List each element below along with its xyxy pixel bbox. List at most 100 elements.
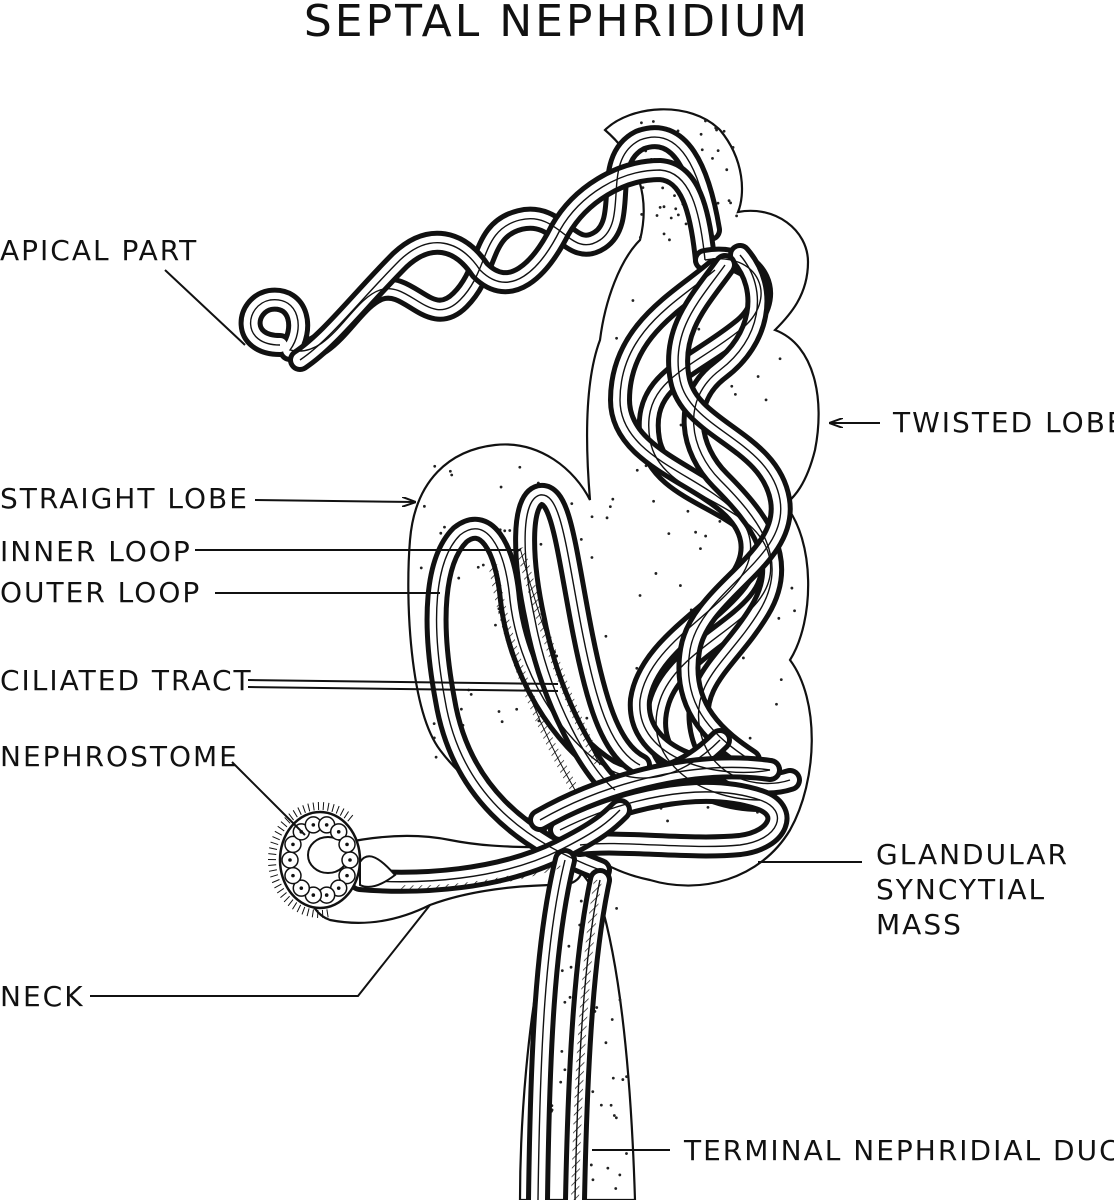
cilium xyxy=(339,808,345,816)
leader-neck xyxy=(90,904,431,997)
stipple-dot xyxy=(611,497,615,501)
stipple-dot xyxy=(443,525,446,529)
cilium xyxy=(277,825,285,832)
stipple-dot xyxy=(756,375,760,378)
leader-ciliated-tract-1 xyxy=(247,679,559,685)
cilium xyxy=(306,908,310,917)
cilium xyxy=(301,906,306,915)
stipple-dot xyxy=(641,186,645,190)
cilium xyxy=(292,902,298,910)
tubule-centerline xyxy=(249,136,711,352)
stipple-dot xyxy=(589,1163,593,1167)
stipple-dot xyxy=(722,129,726,133)
label-nephrostome: NEPHROSTOME xyxy=(0,740,239,773)
nephrostome-funnel xyxy=(267,802,397,918)
tubule-centerline xyxy=(619,269,771,774)
stipple-dot xyxy=(635,666,639,670)
cell-nucleus xyxy=(324,893,329,897)
tubule-centerline xyxy=(537,859,566,1200)
label-inner-loop: INNER LOOP xyxy=(0,535,192,568)
stipple-dot xyxy=(779,678,783,682)
stipple-dot xyxy=(741,656,745,660)
tubule-centerline xyxy=(524,494,641,791)
stipple-dot xyxy=(640,212,644,216)
stipple-dot xyxy=(674,207,678,211)
stipple-dot xyxy=(419,566,423,570)
cilium xyxy=(276,888,285,894)
diagram-title: SEPTAL NEPHRIDIUM xyxy=(304,0,810,47)
cilium xyxy=(288,813,294,821)
cell-nucleus xyxy=(288,858,292,862)
cilium xyxy=(269,847,278,850)
cilium xyxy=(307,803,311,812)
stipple-dot xyxy=(599,1103,603,1107)
label-ciliated-tract: CILIATED TRACT xyxy=(0,664,253,697)
stipple-dot xyxy=(481,563,485,567)
stipple-dot xyxy=(503,529,507,533)
stipple-dot xyxy=(694,530,698,534)
stipple-dot xyxy=(590,515,594,519)
stipple-dot xyxy=(676,213,680,217)
stipple-dot xyxy=(499,485,503,489)
cilium xyxy=(280,892,287,899)
stipple-dot xyxy=(733,393,737,396)
stipple-dot xyxy=(568,995,572,999)
stipple-dot xyxy=(778,357,782,361)
label-neck: NECK xyxy=(0,980,85,1013)
stipple-dot xyxy=(718,520,722,523)
stipple-dot xyxy=(730,384,734,388)
stipple-dot xyxy=(609,1103,613,1107)
stipple-dot xyxy=(764,398,768,402)
stipple-dot xyxy=(673,194,676,198)
stipple-dot xyxy=(611,1076,615,1080)
cilium xyxy=(335,805,340,814)
stipple-dot xyxy=(662,232,666,236)
cilium xyxy=(327,802,330,811)
cell-nucleus xyxy=(291,842,295,847)
stipple-dot xyxy=(560,969,564,973)
stipple-dot xyxy=(640,121,643,125)
cell-nucleus xyxy=(336,886,341,890)
stipple-dot xyxy=(699,132,703,136)
stipple-dot xyxy=(638,594,642,597)
stipple-dot xyxy=(652,499,655,503)
tubule-centerline xyxy=(539,766,771,821)
tubule-centerline xyxy=(359,809,621,883)
stipple-dot xyxy=(638,236,642,239)
stipple-dot xyxy=(614,1116,618,1120)
label-apical-part: APICAL PART xyxy=(0,234,198,267)
cilium xyxy=(268,864,277,866)
cilium xyxy=(283,895,290,903)
label-syncytial: SYNCYTIAL xyxy=(876,873,1046,906)
cilium xyxy=(270,841,279,846)
stipple-dot xyxy=(569,965,573,969)
tubule-centerline xyxy=(648,258,772,801)
stipple-dot xyxy=(658,205,662,209)
stipple-dot xyxy=(579,537,583,541)
label-straight-lobe: STRAIGHT LOBE xyxy=(0,482,249,515)
stipple-dot xyxy=(669,216,673,220)
cilium xyxy=(287,899,294,907)
stipple-dot xyxy=(508,529,512,532)
stipple-dot xyxy=(625,1152,628,1155)
stipple-dot xyxy=(434,755,438,759)
stipple-dot xyxy=(679,423,683,427)
stipple-dot xyxy=(585,716,589,720)
leader-nephrostome xyxy=(231,761,306,836)
stipple-dot xyxy=(614,1187,618,1190)
stipple-dot xyxy=(610,1018,614,1021)
cell-nucleus xyxy=(345,842,349,847)
cilium xyxy=(270,874,279,878)
label-twisted-lobe: TWISTED LOBE xyxy=(892,406,1114,439)
stipple-dot xyxy=(518,465,522,469)
stipple-dot xyxy=(655,214,659,217)
stipple-dot xyxy=(497,710,501,713)
cilium xyxy=(272,836,280,841)
stipple-dot xyxy=(606,1166,610,1170)
leader-lines xyxy=(90,269,880,1151)
stipple-dot xyxy=(667,532,671,535)
stipple-dot xyxy=(775,702,778,706)
cilium xyxy=(326,909,329,918)
cilium xyxy=(347,814,354,822)
cilium xyxy=(302,805,306,813)
